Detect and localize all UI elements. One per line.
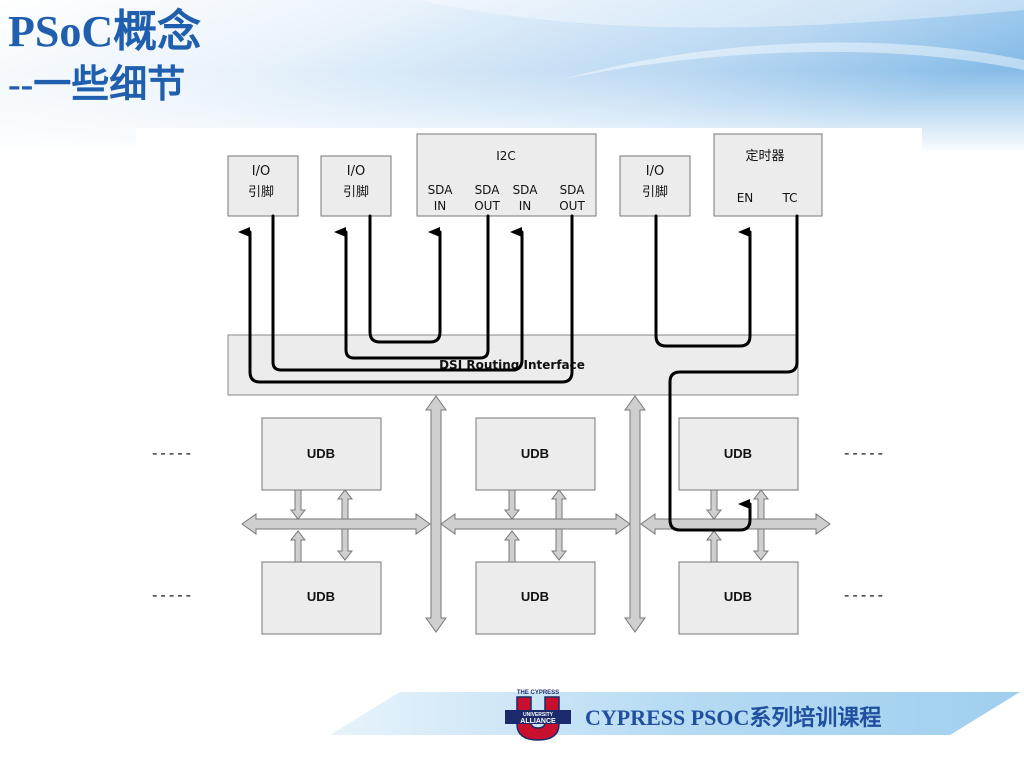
header-swoosh xyxy=(420,0,1024,28)
udb-block-r1c2: UDB xyxy=(475,417,596,491)
io-pin-label-top: I/O xyxy=(646,164,664,179)
udb-link-down-3a xyxy=(705,489,723,520)
udb-block-r2c1: UDB xyxy=(261,561,382,635)
logo-text-top: THE CYPRESS xyxy=(517,690,559,696)
udb-label: UDB xyxy=(724,446,752,461)
slide-subtitle: --一些细节 xyxy=(8,64,186,106)
i2c-port-3-line1: SDA xyxy=(513,183,539,197)
i2c-port-4-line1: SDA xyxy=(560,183,586,197)
udb-block-r1c1: UDB xyxy=(261,417,382,491)
io-pin-label-bottom: 引脚 xyxy=(343,184,369,200)
udb-link-up-2a xyxy=(550,489,568,520)
routing-signals xyxy=(238,214,799,532)
udb-link-up-2b xyxy=(503,530,521,563)
header-swoosh-2 xyxy=(560,42,1024,80)
continuation-right-bottom: ----- xyxy=(844,586,886,604)
logo-text-bottom: ALLIANCE xyxy=(520,718,556,725)
io-pin-label-bottom: 引脚 xyxy=(248,184,274,200)
udb-block-r2c3: UDB xyxy=(678,561,799,635)
i2c-port-1-line1: SDA xyxy=(428,183,454,197)
udb-link-down-3b xyxy=(752,528,770,561)
i2c-port-1-line2: IN xyxy=(434,199,447,213)
slide-title: PSoC概念 xyxy=(8,7,202,56)
logo-banner xyxy=(505,710,571,724)
i2c-port-2-line2: OUT xyxy=(474,199,500,213)
vertical-bus-1 xyxy=(425,395,447,633)
io-pin-block-1: I/O 引脚 xyxy=(227,155,299,217)
signal-io-3-to-timer-en xyxy=(654,214,752,348)
udb-label: UDB xyxy=(521,589,549,604)
timer-tc-label: TC xyxy=(781,191,797,205)
continuation-left-top: ----- xyxy=(152,444,194,462)
continuation-right-top: ----- xyxy=(844,444,886,462)
io-pin-block-3: I/O 引脚 xyxy=(619,155,691,217)
io-pin-label-bottom: 引脚 xyxy=(642,184,668,200)
footer-course-title: CYPRESS PSOC系列培训课程 xyxy=(585,705,882,730)
footer-band xyxy=(330,692,1020,735)
udb-link-up-1b xyxy=(289,530,307,563)
continuation-left-bottom: ----- xyxy=(152,586,194,604)
udb-label: UDB xyxy=(307,446,335,461)
io-pin-block-2: I/O 引脚 xyxy=(320,155,392,217)
i2c-title: I2C xyxy=(496,149,516,163)
timer-en-label: EN xyxy=(737,191,754,205)
signal-timer-tc-to-udb xyxy=(668,214,799,532)
udb-link-up-1a xyxy=(336,489,354,520)
timer-title: 定时器 xyxy=(745,149,784,164)
udb-link-down-1a xyxy=(289,489,307,520)
io-pin-label-top: I/O xyxy=(252,164,270,179)
udb-label: UDB xyxy=(724,589,752,604)
udb-link-down-2a xyxy=(503,489,521,520)
signal-sda-out-to-io-2 xyxy=(334,214,490,360)
udb-interconnect xyxy=(241,395,831,633)
udb-link-down-2b xyxy=(550,528,568,561)
udb-link-down-1b xyxy=(336,528,354,561)
logo-u-shape xyxy=(516,696,560,741)
timer-block: 定时器 EN TC xyxy=(713,133,823,217)
i2c-port-4-line2: OUT xyxy=(559,199,585,213)
udb-block-r1c3: UDB xyxy=(678,417,799,491)
cypress-university-alliance-logo: THE CYPRESS UNIVERSITY ALLIANCE xyxy=(505,690,571,741)
vertical-bus-2 xyxy=(624,395,646,633)
udb-link-up-3b xyxy=(705,530,723,563)
i2c-port-3-line2: IN xyxy=(519,199,532,213)
udb-label: UDB xyxy=(521,446,549,461)
io-pin-label-top: I/O xyxy=(347,164,365,179)
i2c-block: I2C SDA IN SDA OUT SDA IN SDA OUT xyxy=(416,133,597,217)
signal-io-2-to-sda-in xyxy=(368,214,442,344)
udb-link-up-3a xyxy=(752,489,770,520)
signal-io-1-to-sda-in xyxy=(271,214,524,372)
udb-label: UDB xyxy=(307,589,335,604)
signal-sda-out-to-io-1 xyxy=(238,214,574,384)
udb-block-r2c2: UDB xyxy=(475,561,596,635)
horizontal-bus-1 xyxy=(241,513,431,535)
logo-text-mid: UNIVERSITY xyxy=(523,712,554,718)
i2c-port-2-line1: SDA xyxy=(475,183,501,197)
